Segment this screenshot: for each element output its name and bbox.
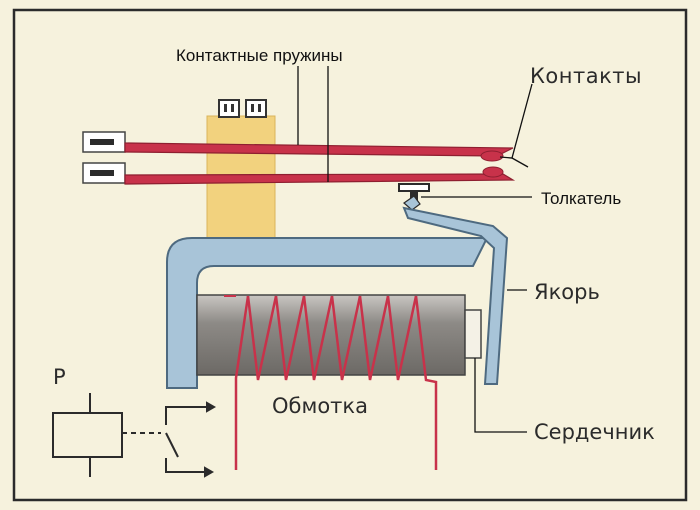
contact-spring-upper [124, 142, 514, 157]
armature [402, 206, 509, 385]
label-core: Сердечник [534, 420, 655, 444]
label-contacts: Контакты [530, 64, 643, 88]
contact-upper [480, 150, 504, 162]
relay-symbol [52, 393, 217, 478]
screw-left [218, 99, 240, 118]
core-tip [464, 309, 482, 359]
yoke [166, 237, 489, 389]
outer-frame [12, 8, 688, 502]
contact-lower [482, 166, 504, 178]
label-coil: Обмотка [272, 394, 368, 418]
label-contact-springs: Контактные пружины [176, 46, 343, 65]
pusher [398, 183, 430, 211]
contact-spring-lower [124, 173, 516, 185]
terminal-lower [82, 162, 126, 184]
label-armature: Якорь [534, 280, 600, 304]
terminal-upper [82, 131, 126, 153]
label-pusher: Толкатель [541, 189, 622, 208]
coil-winding [224, 295, 438, 470]
label-relay-symbol: Р [53, 365, 66, 389]
screw-right [245, 99, 267, 118]
leader-lines [297, 66, 533, 433]
